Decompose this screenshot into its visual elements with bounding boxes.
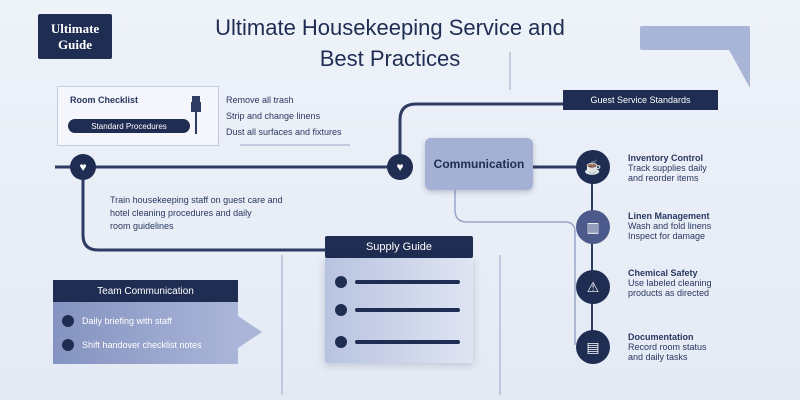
left-panel-list: Daily briefing with staff Shift handover… bbox=[62, 315, 202, 351]
spray-bottle-icon bbox=[191, 96, 201, 134]
right-item-title: Linen Management bbox=[628, 211, 710, 221]
right-item-line: Use labeled cleaning bbox=[628, 278, 712, 288]
right-item-line: Track supplies daily bbox=[628, 163, 707, 173]
right-item-text: Documentation Record room status and dai… bbox=[628, 332, 707, 362]
list-item[interactable]: Shift handover checklist notes bbox=[62, 339, 202, 351]
list-item[interactable]: Daily briefing with staff bbox=[62, 315, 202, 327]
card-line-1: Remove all trash bbox=[226, 95, 294, 105]
supply-guide-header: Supply Guide bbox=[325, 236, 473, 258]
right-item-line: and reorder items bbox=[628, 173, 699, 183]
bullet-icon bbox=[335, 304, 347, 316]
supply-row[interactable] bbox=[335, 336, 467, 348]
progress-bar bbox=[355, 280, 460, 284]
title-line-1: Ultimate Housekeeping Service and bbox=[215, 15, 565, 40]
card-lines: Remove all trash Strip and change linens… bbox=[226, 95, 342, 137]
center-panel-title: Supply Guide bbox=[365, 241, 433, 253]
card-line-3: Dust all surfaces and fixtures bbox=[226, 127, 342, 137]
left-text-line-3: room guidelines bbox=[110, 221, 174, 231]
right-item-text: Inventory Control Track supplies daily a… bbox=[628, 153, 707, 183]
right-item-title: Documentation bbox=[628, 332, 694, 342]
right-item-line: products as directed bbox=[628, 288, 710, 298]
documentation-icon[interactable]: ▤ bbox=[576, 330, 610, 364]
left-description: Train housekeeping staff on guest care a… bbox=[110, 195, 283, 231]
right-item-line: and daily tasks bbox=[628, 352, 688, 362]
button-label: Standard Procedures bbox=[91, 121, 167, 131]
inventory-icon[interactable]: ☕ bbox=[576, 150, 610, 184]
card-line-2: Strip and change linens bbox=[226, 111, 321, 121]
right-item-text: Chemical Safety Use labeled cleaning pro… bbox=[628, 268, 712, 298]
progress-bar bbox=[355, 340, 460, 344]
bullet-icon bbox=[62, 315, 74, 327]
bullet-icon bbox=[335, 276, 347, 288]
speech-bubble-tail bbox=[728, 48, 750, 88]
card-header: Room Checklist bbox=[70, 95, 139, 105]
callout-label: Guest Service Standards bbox=[590, 95, 691, 105]
badge-line-2: Guide bbox=[58, 36, 92, 52]
communication-node[interactable]: Communication bbox=[425, 138, 533, 190]
guest-standards-callout: Guest Service Standards bbox=[563, 90, 718, 110]
left-text-line-2: hotel cleaning procedures and daily bbox=[110, 208, 252, 218]
right-item-title: Chemical Safety bbox=[628, 268, 698, 278]
supply-row[interactable] bbox=[335, 276, 467, 288]
progress-bar bbox=[355, 308, 460, 312]
safety-icon[interactable]: ⚠ bbox=[576, 270, 610, 304]
badge-line-1: Ultimate bbox=[50, 20, 100, 36]
supply-row[interactable] bbox=[335, 304, 467, 316]
heart-node-icon[interactable]: ♥ bbox=[70, 154, 96, 180]
title-line-2: Best Practices bbox=[319, 46, 461, 71]
team-communication-panel bbox=[53, 302, 238, 364]
list-item-label: Daily briefing with staff bbox=[82, 316, 172, 326]
right-item-line: Inspect for damage bbox=[628, 231, 706, 241]
standard-procedures-button[interactable]: Standard Procedures bbox=[68, 119, 190, 133]
bullet-icon bbox=[62, 339, 74, 351]
list-item-label: Shift handover checklist notes bbox=[82, 340, 202, 350]
bullet-icon bbox=[335, 336, 347, 348]
right-item-line: Record room status bbox=[628, 342, 707, 352]
page-title: Ultimate Housekeeping Service and Best P… bbox=[170, 12, 610, 74]
right-item-text: Linen Management Wash and fold linens In… bbox=[628, 211, 711, 241]
heart-node-icon[interactable]: ♥ bbox=[387, 154, 413, 180]
right-item-line: Wash and fold linens bbox=[628, 221, 712, 231]
left-text-line-1: Train housekeeping staff on guest care a… bbox=[110, 195, 283, 205]
guide-badge: Ultimate Guide bbox=[38, 14, 112, 59]
panel-arrow bbox=[238, 316, 262, 348]
left-panel-title: Team Communication bbox=[97, 285, 194, 297]
linen-icon[interactable]: ▥ bbox=[576, 210, 610, 244]
team-communication-header: Team Communication bbox=[53, 280, 238, 302]
right-item-title: Inventory Control bbox=[628, 153, 704, 163]
node-label: Communication bbox=[433, 157, 525, 171]
speech-bubble-icon bbox=[640, 26, 750, 50]
